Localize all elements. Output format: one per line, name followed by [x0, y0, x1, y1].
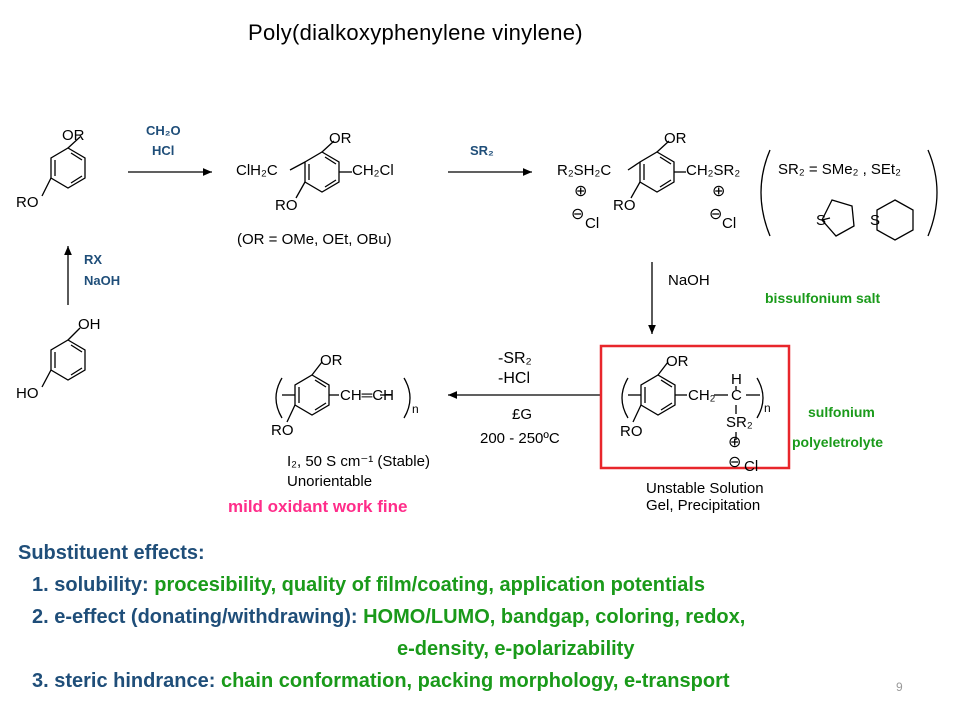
unstable-solution-note: Unstable Solution: [646, 480, 764, 497]
ring-bischloromethyl: [289, 140, 352, 199]
thiolane-s-label: S: [816, 212, 827, 229]
sulfonium-label: sulfonium: [808, 404, 875, 420]
elim-heat-symbol: £G: [512, 406, 533, 423]
ppv-vinylene: CH═CH: [340, 387, 394, 404]
sr2-definition: SR₂ = SMe₂ , SEt₂: [778, 161, 901, 178]
ppv-top-label: OR: [320, 352, 343, 369]
precursor-plus: ⊕: [728, 434, 742, 451]
plus-charge-left: ⊕: [574, 183, 588, 200]
effect-item-electronic: 2. e-effect (donating/withdrawing): HOMO…: [32, 606, 745, 629]
effect-item-steric: 3. steric hindrance: chain conformation,…: [32, 670, 730, 693]
effects-heading: Substituent effects:: [18, 542, 205, 564]
effect-label: 2. e-effect (donating/withdrawing):: [32, 606, 358, 628]
salt-right-label: CH₂SR₂: [686, 162, 741, 179]
reagent-rx: RX: [84, 252, 103, 267]
reagent-ch2o: CH₂O: [146, 123, 181, 138]
page-number: 9: [896, 680, 903, 694]
start-bottom-label: RO: [16, 194, 39, 211]
conductivity-note: I₂, 50 S cm⁻¹ (Stable): [287, 453, 430, 470]
chloride-left: Cl: [585, 215, 600, 232]
salt-left-label: R₂SH₂C: [557, 162, 612, 179]
slide-title: Poly(dialkoxyphenylene vinylene): [248, 20, 583, 45]
ring-hydroquinone: [41, 327, 86, 388]
plus-charge-right: ⊕: [712, 183, 726, 200]
reagent-naoh-alkylation: NaOH: [84, 273, 121, 288]
mild-oxidant-note: mild oxidant work fine: [228, 497, 408, 516]
elim-minus-sr2: -SR₂: [498, 350, 532, 367]
effect-item-solubility: 1. solubility: procesibility, quality of…: [32, 574, 705, 597]
precursor-bottom-label: RO: [620, 423, 643, 440]
precursor-sr2: SR₂: [726, 414, 753, 431]
effect-item-electronic-cont: e-density, e-polarizability: [397, 638, 634, 661]
elim-temperature: 200 - 250ºC: [480, 430, 560, 447]
elim-minus-hcl: -HCl: [498, 370, 530, 387]
effect-text: chain conformation, packing morphology, …: [215, 670, 730, 692]
precursor-top-label: OR: [666, 353, 689, 370]
precursor-n: n: [764, 401, 771, 415]
reagent-sr2: SR₂: [470, 143, 494, 158]
precursor-ch2: CH₂: [688, 387, 716, 404]
minus-charge-left: ⊖: [571, 206, 585, 223]
reagent-naoh-polymerization: NaOH: [668, 272, 710, 289]
ring-bissulfonium: [627, 140, 686, 199]
precursor-carbon: C: [731, 387, 742, 404]
bissulfonium-salt-label: bissulfonium salt: [765, 290, 881, 306]
dichloro-left-label: ClH₂C: [236, 162, 278, 179]
precursor-highlight-box: [599, 344, 791, 470]
precursor-hydrogen: H: [731, 371, 742, 388]
ppv-n: n: [412, 402, 419, 416]
hq-bottom-label: HO: [16, 385, 39, 402]
ring-precursor: [621, 361, 764, 440]
gel-precipitation-note: Gel, Precipitation: [646, 497, 761, 514]
effect-label: 1. solubility:: [32, 574, 149, 596]
start-top-label: OR: [62, 127, 85, 144]
or-options: (OR = OMe, OEt, OBu): [237, 231, 392, 248]
polyelectrolyte-label: polyeletrolyte: [792, 434, 884, 450]
reagent-hcl: HCl: [152, 143, 175, 158]
dichloro-top-label: OR: [329, 130, 352, 147]
precursor-minus: ⊖: [728, 454, 742, 471]
thiane-s-label: S: [870, 212, 881, 229]
ring-dialkoxybenzene: [41, 136, 86, 197]
dichloro-bottom-label: RO: [275, 197, 298, 214]
salt-bottom-label: RO: [613, 197, 636, 214]
ppv-bottom-label: RO: [271, 422, 294, 439]
effect-text: e-density, e-polarizability: [397, 638, 635, 660]
effect-text: HOMO/LUMO, bandgap, coloring, redox,: [357, 606, 746, 628]
chloride-right: Cl: [722, 215, 737, 232]
ring-ppv: [275, 361, 411, 423]
salt-top-label: OR: [664, 130, 687, 147]
minus-charge-right: ⊖: [709, 206, 723, 223]
hq-top-label: OH: [78, 316, 101, 333]
precursor-chloride: Cl: [744, 458, 759, 475]
effect-label: 3. steric hindrance:: [32, 670, 216, 692]
dichloro-right-label: CH₂Cl: [352, 162, 394, 179]
effect-text: procesibility, quality of film/coating, …: [148, 574, 706, 596]
unorientable-note: Unorientable: [287, 473, 373, 490]
